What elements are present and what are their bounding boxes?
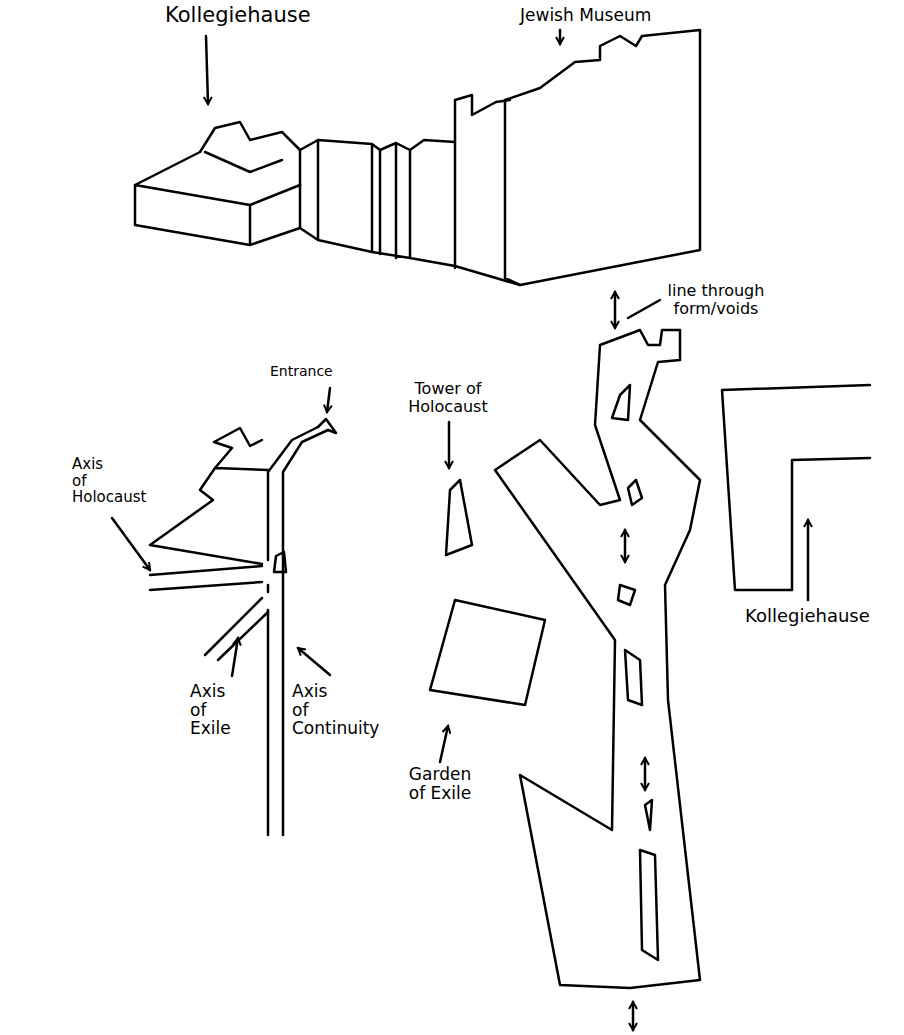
leader-arrow (298, 648, 330, 675)
leader-arrow (327, 388, 330, 412)
leader-arrow (232, 638, 238, 676)
kollegiehaus-plan (722, 385, 870, 590)
museum-middle (300, 95, 520, 285)
small-void (274, 552, 286, 572)
text-label: Garden of Exile (398, 765, 482, 802)
void (625, 650, 642, 705)
double-arrow (624, 530, 627, 562)
leader-arrow (807, 520, 810, 600)
tower-holocaust (446, 480, 472, 555)
double-arrow (614, 292, 617, 328)
double-arrow (632, 1002, 635, 1030)
leader-arrow (206, 36, 208, 104)
leader-line (628, 300, 660, 318)
text-label: Tower of Holocaust (402, 380, 494, 415)
void (640, 850, 658, 960)
text-label: Jewish Museum (520, 6, 720, 25)
text-label: Kollegiehause (745, 606, 904, 626)
zigzag-outline (150, 428, 268, 564)
void (645, 800, 652, 830)
text-label: Entrance (270, 364, 390, 379)
axis-holocaust (150, 566, 262, 590)
garden-exile (430, 600, 545, 705)
text-label: Axis of Holocaust (72, 456, 73, 506)
axis-continuity (268, 427, 328, 835)
double-arrow (644, 758, 647, 790)
text-label: Axis of Exile (190, 682, 191, 738)
kollegiehaus-block (135, 122, 300, 245)
leader-arrow (112, 518, 150, 570)
entrance-end (318, 419, 336, 433)
text-label: line through form/voids (660, 282, 772, 317)
void (628, 480, 642, 505)
museum-block (455, 30, 700, 285)
leader-arrow (559, 30, 562, 44)
leader-arrow (440, 726, 448, 762)
leader-arrow (448, 422, 451, 468)
museum-plan (495, 330, 700, 988)
text-label: Kollegiehause (165, 4, 365, 27)
text-label: Axis of Continuity (292, 682, 293, 738)
void (618, 585, 635, 605)
void (612, 385, 630, 420)
